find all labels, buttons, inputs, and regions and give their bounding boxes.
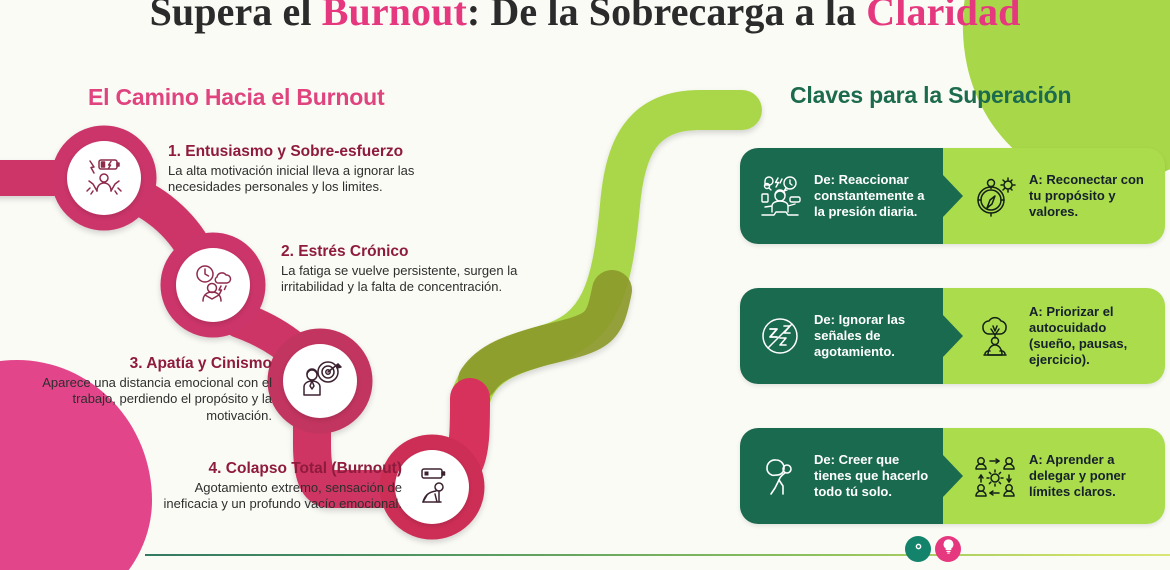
key-card-1-to-text: A: Reconectar con tu propósito y valores… bbox=[1029, 172, 1155, 220]
key-card-2-from-text: De: Ignorar las señales de agotamiento. bbox=[814, 312, 933, 360]
stage-text-4: 4. Colapso Total (Burnout) Agotamiento e… bbox=[150, 460, 402, 513]
person-target-icon bbox=[296, 355, 344, 408]
overwhelmed-multitasking-icon bbox=[754, 170, 806, 222]
to-text-3: Aprender a delegar y poner límites claro… bbox=[1029, 451, 1126, 500]
stage-text-1: 1. Entusiasmo y Sobre-esfuerzo La alta m… bbox=[168, 143, 468, 196]
key-card-2-from: De: Ignorar las señales de agotamiento. bbox=[740, 288, 943, 384]
to-label-3: A: bbox=[1029, 451, 1043, 467]
bottom-gradient-rule bbox=[145, 554, 1170, 556]
card-arrow-2 bbox=[943, 315, 963, 357]
stage-desc-1: La alta motivación inicial lleva a ignor… bbox=[168, 162, 415, 195]
exhausted-person-low-battery-icon bbox=[408, 461, 456, 514]
from-text-3: Creer que tienes que hacerlo todo tú sol… bbox=[814, 451, 929, 500]
from-text-2: Ignorar las señales de agotamiento. bbox=[814, 311, 906, 360]
page-title: Supera el Burnout: De la Sobrecarga a la… bbox=[0, 0, 1170, 35]
clock-stormcloud-head-icon bbox=[189, 259, 237, 312]
from-label-3: De: bbox=[814, 451, 835, 467]
left-column-heading: El Camino Hacia el Burnout bbox=[88, 84, 385, 110]
from-label-2: De: bbox=[814, 311, 835, 327]
title-part-1: Supera el bbox=[149, 0, 322, 34]
stage-title-2: 2. Estrés Crónico bbox=[281, 243, 409, 260]
burnout-energy-person-icon bbox=[80, 152, 128, 205]
gear-icon bbox=[910, 538, 927, 560]
title-highlight-burnout: Burnout bbox=[321, 0, 467, 34]
card-arrow-3 bbox=[943, 455, 963, 497]
key-card-3[interactable]: De: Creer que tienes que hacerlo todo tú… bbox=[740, 428, 1165, 524]
card-arrow-1 bbox=[943, 175, 963, 217]
right-column-heading: Claves para la Superación bbox=[790, 82, 1072, 108]
key-card-3-to: A: Aprender a delegar y poner límites cl… bbox=[943, 428, 1165, 524]
to-label-1: A: bbox=[1029, 171, 1043, 187]
to-text-1: Reconectar con tu propósito y valores. bbox=[1029, 171, 1144, 220]
meditation-tree-icon bbox=[969, 310, 1021, 362]
badge-lightbulb[interactable] bbox=[935, 536, 961, 562]
key-card-2-to-text: A: Priorizar el autocuidado (sueño, paus… bbox=[1029, 304, 1155, 368]
stage-desc-4: Agotamiento extremo, sensación de inefic… bbox=[163, 479, 402, 512]
stage-text-2: 2. Estrés Crónico La fatiga se vuelve pe… bbox=[281, 243, 581, 296]
stage-node-3[interactable] bbox=[283, 344, 357, 418]
title-highlight-claridad: Claridad bbox=[866, 0, 1021, 34]
key-card-2[interactable]: De: Ignorar las señales de agotamiento. … bbox=[740, 288, 1165, 384]
key-card-1-from-text: De: Reaccionar constantemente a la presi… bbox=[814, 172, 933, 220]
bottom-badges bbox=[905, 536, 961, 562]
from-text-1: Reaccionar constantemente a la presión d… bbox=[814, 171, 925, 220]
key-card-1[interactable]: De: Reaccionar constantemente a la presi… bbox=[740, 148, 1165, 244]
stage-node-1[interactable] bbox=[67, 141, 141, 215]
stage-title-1: 1. Entusiasmo y Sobre-esfuerzo bbox=[168, 143, 404, 160]
key-card-3-from: De: Creer que tienes que hacerlo todo tú… bbox=[740, 428, 943, 524]
badge-gear[interactable] bbox=[905, 536, 931, 562]
compass-sun-icon bbox=[969, 170, 1021, 222]
key-card-2-to: A: Priorizar el autocuidado (sueño, paus… bbox=[943, 288, 1165, 384]
stage-node-2[interactable] bbox=[176, 248, 250, 322]
key-card-3-to-text: A: Aprender a delegar y poner límites cl… bbox=[1029, 452, 1155, 500]
carrying-heavy-load-icon bbox=[754, 450, 806, 502]
stage-desc-2: La fatiga se vuelve persistente, surgen … bbox=[281, 262, 518, 295]
key-card-1-from: De: Reaccionar constantemente a la presi… bbox=[740, 148, 943, 244]
no-sleep-zzz-icon bbox=[754, 310, 806, 362]
to-label-2: A: bbox=[1029, 303, 1043, 319]
stage-text-3: 3. Apatía y Cinismo Aparece una distanci… bbox=[22, 355, 272, 424]
delegation-team-gear-icon bbox=[969, 450, 1021, 502]
stage-title-3: 3. Apatía y Cinismo bbox=[129, 355, 272, 372]
lightbulb-icon bbox=[940, 538, 957, 560]
title-part-2: : De la Sobrecarga a la bbox=[466, 0, 867, 34]
stage-title-4: 4. Colapso Total (Burnout) bbox=[208, 460, 402, 477]
key-card-1-to: A: Reconectar con tu propósito y valores… bbox=[943, 148, 1165, 244]
to-text-2: Priorizar el autocuidado (sueño, pausas,… bbox=[1029, 303, 1128, 368]
stage-desc-3: Aparece una distancia emocional con el t… bbox=[42, 374, 272, 423]
key-card-3-from-text: De: Creer que tienes que hacerlo todo tú… bbox=[814, 452, 933, 500]
stage-node-4[interactable] bbox=[395, 450, 469, 524]
from-label-1: De: bbox=[814, 171, 835, 187]
